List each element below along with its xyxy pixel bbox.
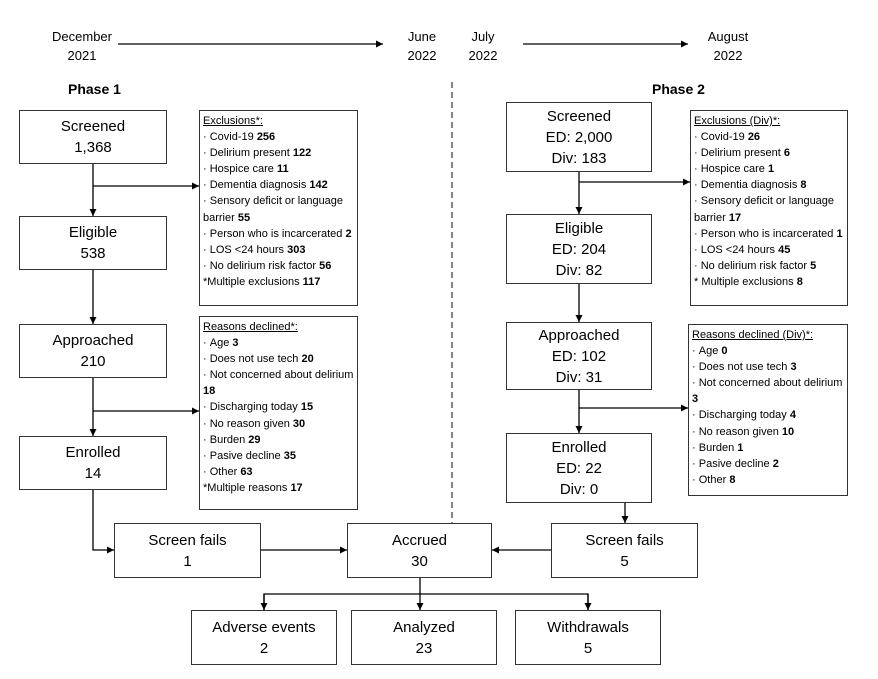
box-label: Approached [52, 332, 134, 349]
list-item: No reason given 30 [203, 416, 354, 432]
box-label: Screen fails [585, 531, 664, 549]
list-item: Sensory deficit or language barrier 17 [694, 193, 844, 225]
box-count: 23 [415, 639, 433, 657]
box-label: Eligible [68, 224, 118, 241]
p1-approached-box: Approached 210 [19, 324, 167, 378]
p2-enrolled-box: Enrolled ED: 22 Div: 0 [506, 433, 652, 503]
list-item: Other 8 [692, 472, 844, 488]
p1-exclusions-box: Exclusions*: Covid-19 256 Delirium prese… [199, 110, 358, 306]
list-item: Discharging today 4 [692, 407, 844, 423]
p1-screen-fails-box: Screen fails 1 [114, 523, 261, 578]
box-label: Accrued [391, 531, 448, 549]
list-item: LOS <24 hours 45 [694, 242, 844, 258]
list-item: Does not use tech 3 [692, 359, 844, 375]
box-count-ed: ED: 2,000 [545, 128, 613, 146]
list-footer: * Multiple exclusions 8 [694, 275, 803, 288]
withdrawals-box: Withdrawals 5 [515, 610, 661, 665]
box-label: Screen fails [148, 531, 227, 549]
box-count: 210 [80, 353, 106, 370]
accrued-box: Accrued 30 [347, 523, 492, 578]
phase2-title: Phase 2 [652, 81, 705, 97]
list-item: Not concerned about delirium 3 [692, 375, 844, 407]
box-count: 1 [183, 552, 192, 570]
box-count: 5 [583, 639, 593, 657]
analyzed-box: Analyzed 23 [351, 610, 497, 665]
box-count-div: Div: 82 [555, 261, 603, 279]
list-footer: *Multiple exclusions 117 [203, 275, 321, 288]
list-item: Dementia diagnosis 8 [694, 177, 844, 193]
p1-eligible-box: Eligible 538 [19, 216, 167, 270]
p2-declined-box: Reasons declined (Div)*: Age 0 Does not … [688, 324, 848, 496]
list-item: Sensory deficit or language barrier 55 [203, 193, 354, 225]
list-item: Hospice care 1 [694, 161, 844, 177]
list-item: Hospice care 11 [203, 161, 354, 177]
phase1-title: Phase 1 [68, 81, 121, 97]
box-count-div: Div: 0 [559, 480, 599, 498]
list-footer: *Multiple reasons 17 [203, 481, 303, 494]
box-label: Enrolled [65, 444, 121, 461]
box-count-div: Div: 183 [551, 149, 607, 167]
box-label: Adverse events [212, 618, 316, 636]
box-count: 538 [80, 245, 106, 262]
list-item: Delirium present 6 [694, 145, 844, 161]
list-item: Not concerned about delirium 18 [203, 367, 354, 399]
box-label: Approached [538, 326, 620, 344]
p1-enrolled-box: Enrolled 14 [19, 436, 167, 490]
list-item: Age 3 [203, 335, 354, 351]
list-title: Exclusions (Div)*: [694, 115, 781, 127]
box-count: 14 [84, 465, 102, 482]
p1-declined-box: Reasons declined*: Age 3 Does not use te… [199, 316, 358, 510]
list-item: Pasive decline 35 [203, 448, 354, 464]
box-count: 5 [620, 552, 629, 570]
list-item: No reason given 10 [692, 424, 844, 440]
outcomes-bar [263, 593, 589, 610]
list-title: Exclusions*: [203, 115, 263, 127]
list-item: Dementia diagnosis 142 [203, 177, 354, 193]
adverse-events-box: Adverse events 2 [191, 610, 337, 665]
box-count: 2 [259, 639, 269, 657]
box-label: Eligible [554, 219, 604, 237]
list-item: Burden 29 [203, 432, 354, 448]
box-label: Enrolled [551, 438, 607, 456]
box-count-ed: ED: 102 [551, 347, 607, 365]
list-title: Reasons declined (Div)*: [692, 329, 814, 341]
list-item: Person who is incarcerated 1 [694, 226, 844, 242]
list-item: Burden 1 [692, 440, 844, 456]
list-item: Other 63 [203, 464, 354, 480]
p2-approached-box: Approached ED: 102 Div: 31 [506, 322, 652, 390]
list-item: No delirium risk factor 56 [203, 258, 354, 274]
box-label: Withdrawals [547, 618, 629, 636]
p1-enrolled-to-screenfails [92, 490, 114, 554]
p2-screened-box: Screened ED: 2,000 Div: 183 [506, 102, 652, 172]
box-count-ed: ED: 22 [556, 459, 602, 477]
box-label: Screened [60, 118, 126, 135]
box-label: Screened [546, 107, 612, 125]
list-item: Discharging today 15 [203, 399, 354, 415]
list-item: Covid-19 26 [694, 129, 844, 145]
list-item: LOS <24 hours 303 [203, 242, 354, 258]
list-item: Pasive decline 2 [692, 456, 844, 472]
p2-screen-fails-box: Screen fails 5 [551, 523, 698, 578]
box-label: Analyzed [393, 618, 455, 636]
list-item: Delirium present 122 [203, 145, 354, 161]
box-count: 1,368 [74, 139, 112, 156]
list-item: Person who is incarcerated 2 [203, 226, 354, 242]
box-count-ed: ED: 204 [551, 240, 607, 258]
list-item: Age 0 [692, 343, 844, 359]
box-count: 30 [411, 552, 428, 570]
list-item: Does not use tech 20 [203, 351, 354, 367]
p2-exclusions-box: Exclusions (Div)*: Covid-19 26 Delirium … [690, 110, 848, 306]
list-item: Covid-19 256 [203, 129, 354, 145]
list-title: Reasons declined*: [203, 321, 298, 333]
p1-screened-box: Screened 1,368 [19, 110, 167, 164]
list-item: No delirium risk factor 5 [694, 258, 844, 274]
box-count-div: Div: 31 [555, 368, 603, 386]
p2-eligible-box: Eligible ED: 204 Div: 82 [506, 214, 652, 284]
